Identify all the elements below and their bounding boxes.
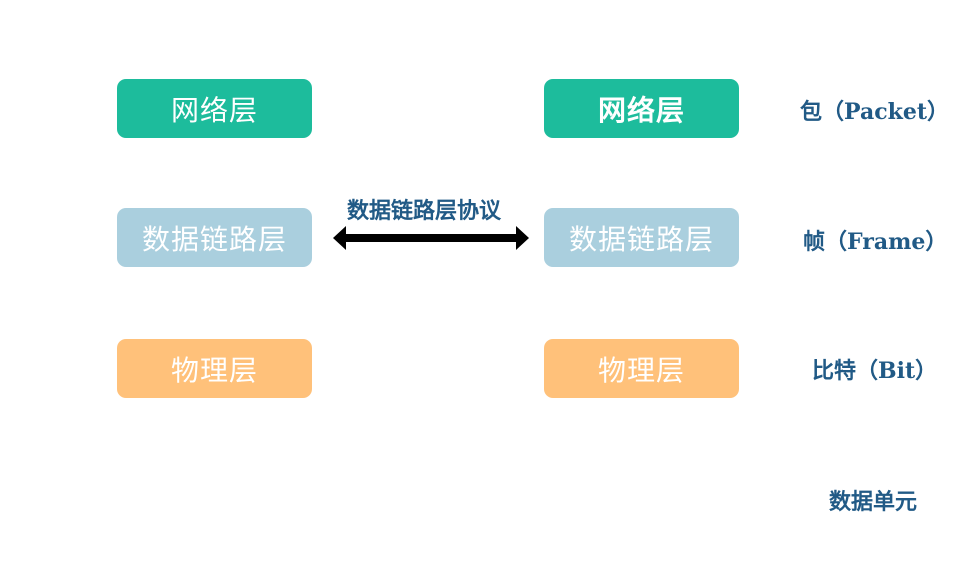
left-network-layer-label: 网络层 <box>170 93 258 127</box>
right-datalink-layer-label: 数据链路层 <box>568 222 714 256</box>
left-physical-layer-label: 物理层 <box>170 353 258 387</box>
arrow-head-left <box>333 226 346 250</box>
arrow-head-right <box>516 226 529 250</box>
unit-column-title: 数据单元 <box>829 489 918 515</box>
left-datalink-layer-box: 数据链路层 <box>117 208 312 267</box>
right-network-layer-box: 网络层 <box>544 79 739 138</box>
left-physical-layer-box: 物理层 <box>117 339 312 398</box>
protocol-label: 数据链路层协议 <box>347 199 502 224</box>
right-physical-layer-box: 物理层 <box>544 339 739 398</box>
double-arrow-icon <box>333 226 529 250</box>
right-physical-layer-label: 物理层 <box>597 353 685 387</box>
right-datalink-layer-box: 数据链路层 <box>544 208 739 267</box>
unit-frame-label: 帧（Frame） <box>803 229 948 255</box>
left-network-layer-box: 网络层 <box>117 79 312 138</box>
left-datalink-layer-label: 数据链路层 <box>141 222 287 256</box>
right-network-layer-label: 网络层 <box>597 93 685 127</box>
unit-bit-label: 比特（Bit） <box>812 358 938 384</box>
unit-packet-label: 包（Packet） <box>800 99 950 125</box>
